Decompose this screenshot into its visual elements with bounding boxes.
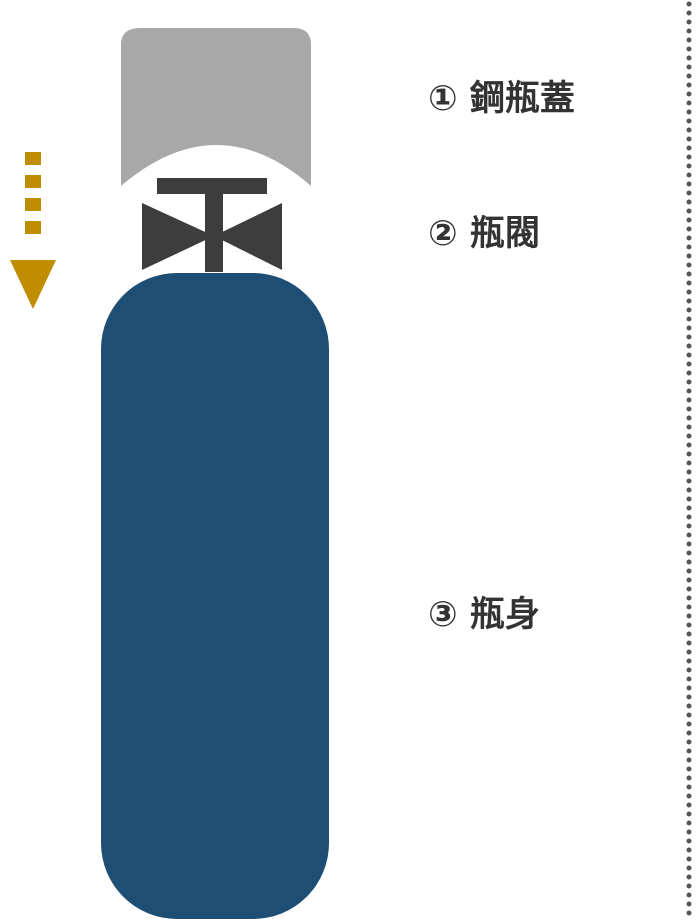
cylinder-body [101,273,329,919]
cylinder-cap [121,28,311,186]
body-label: ③ 瓶身 [428,595,540,635]
valve-label: ② 瓶閥 [428,214,540,254]
cap-label: ① 鋼瓶蓋 [428,79,575,119]
cylinder-valve [142,178,282,272]
arrow-down-dashed-icon [10,152,56,309]
